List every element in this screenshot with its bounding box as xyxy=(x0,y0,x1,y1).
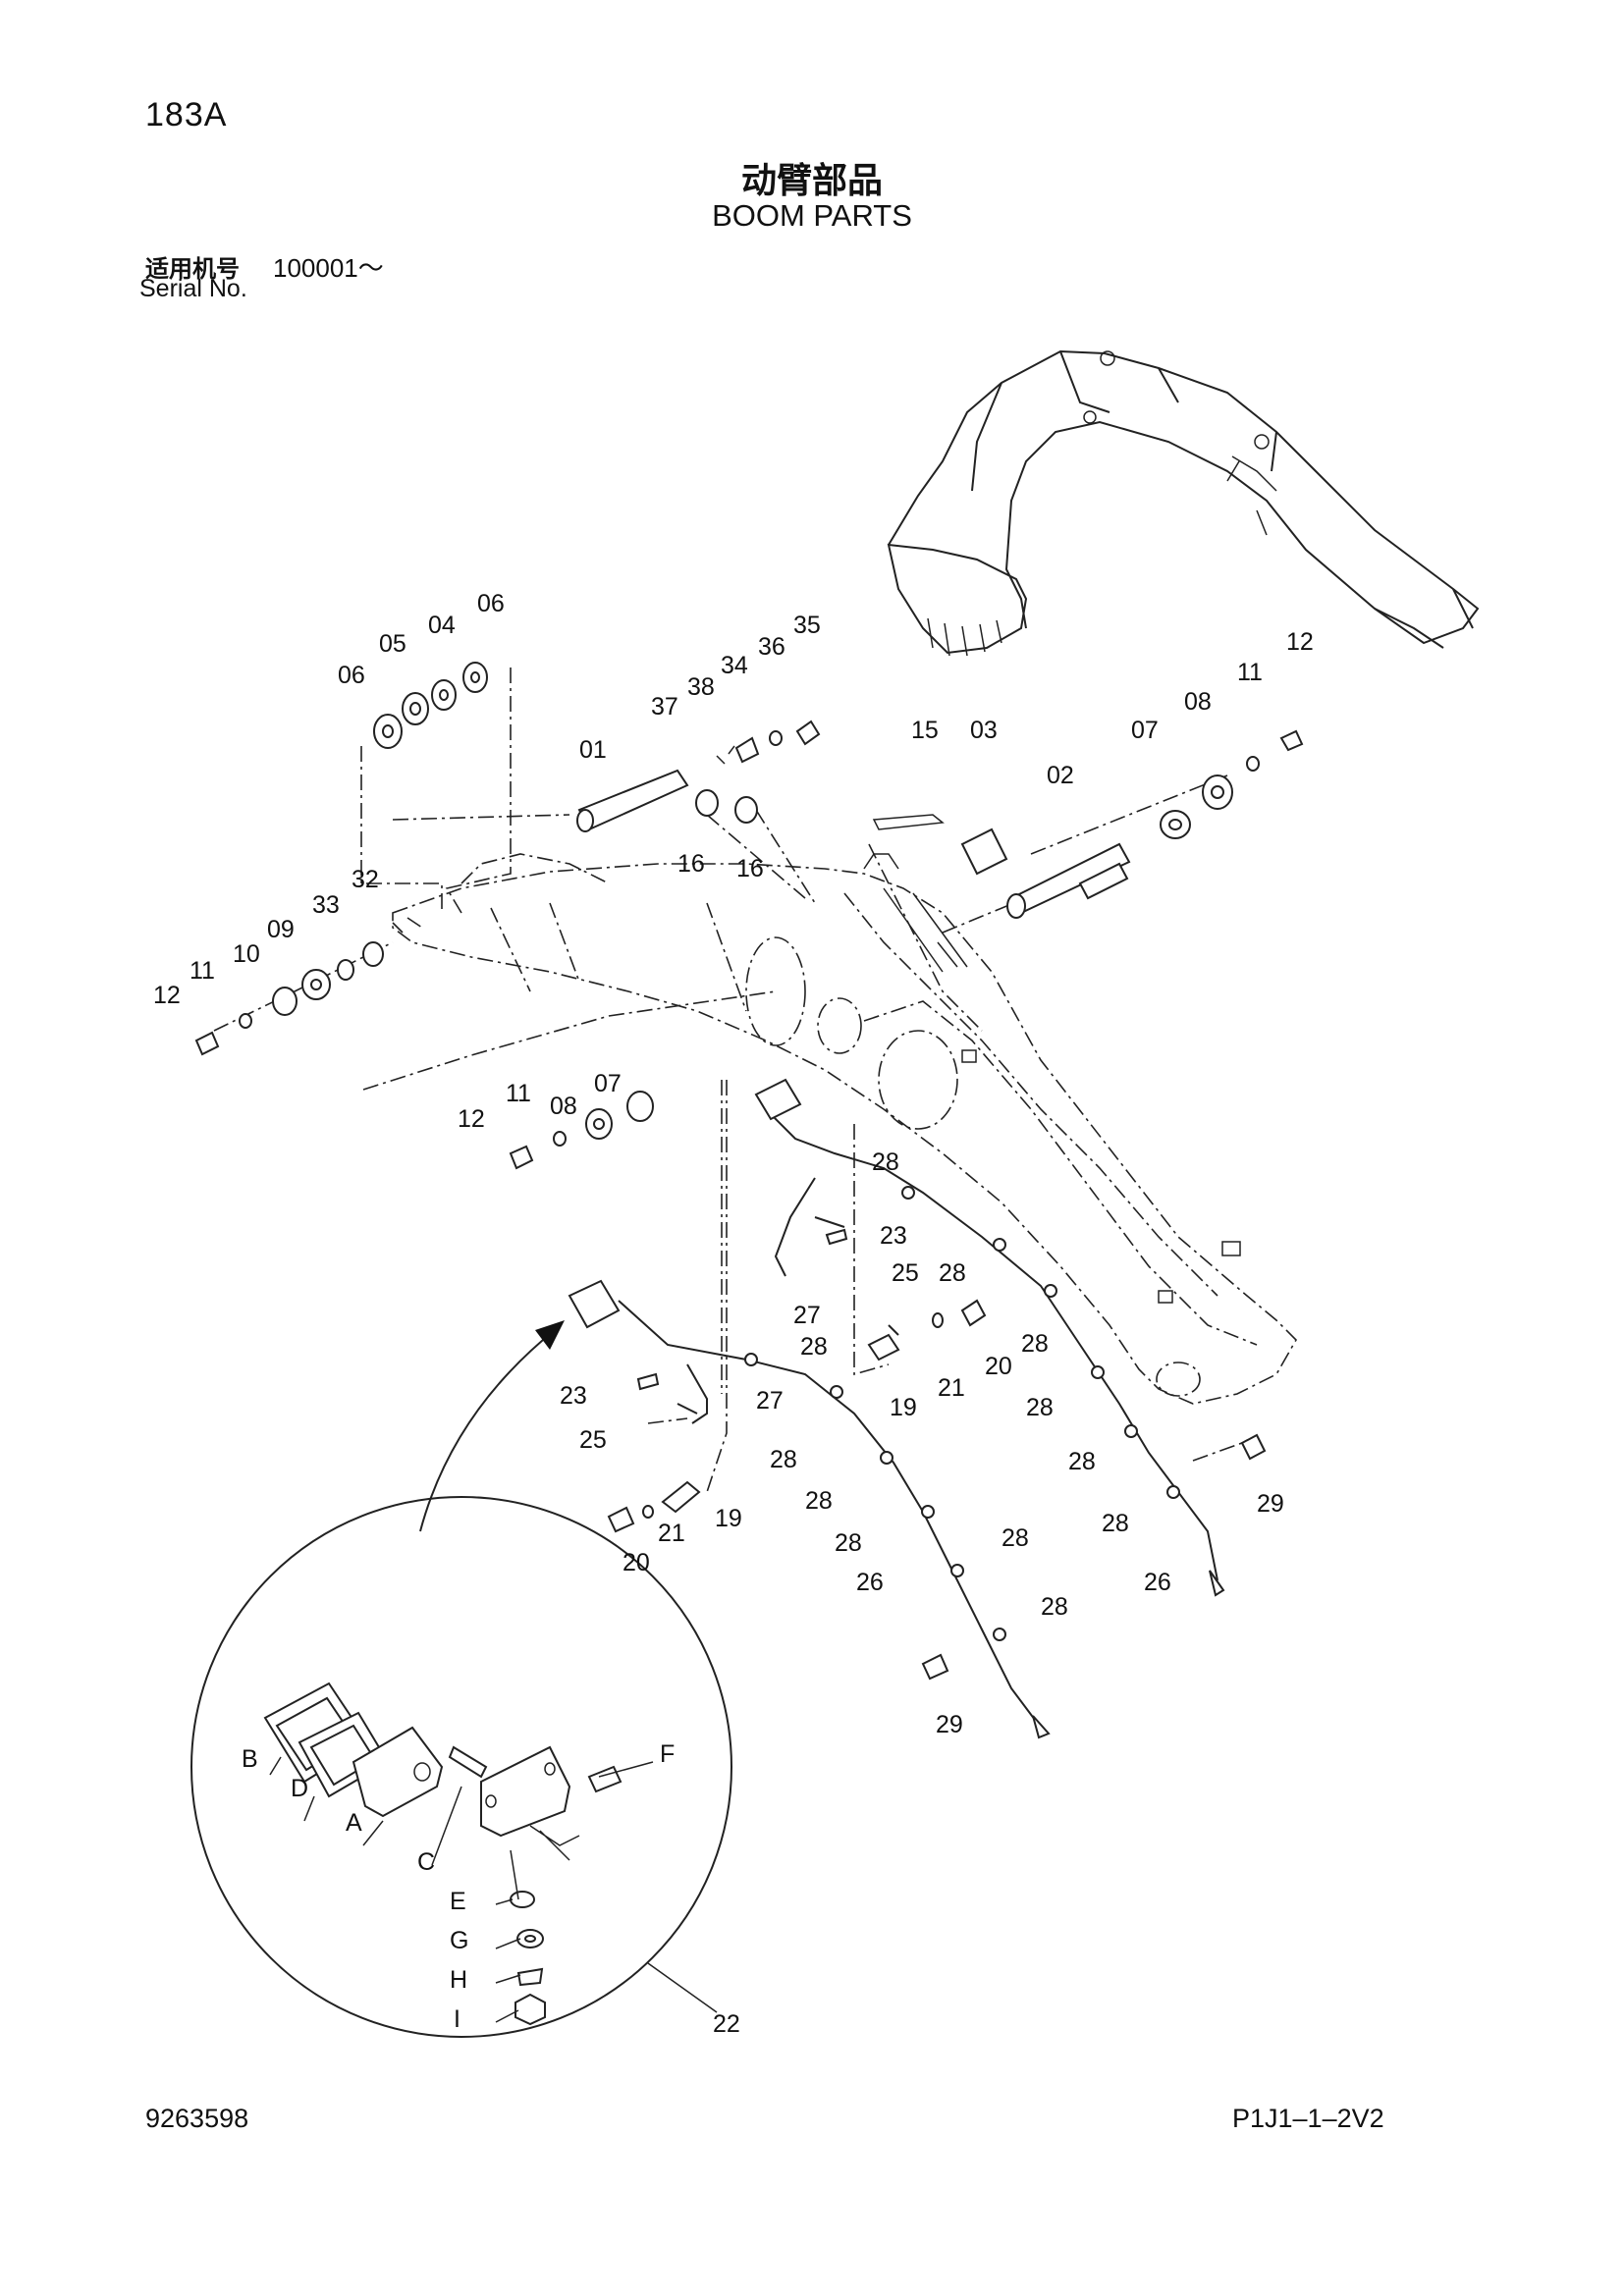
callout-28: 28 xyxy=(1001,1524,1029,1552)
callout-10: 10 xyxy=(233,940,260,968)
callout-28: 28 xyxy=(1041,1593,1068,1621)
callout-g: G xyxy=(450,1927,468,1954)
callout-h: H xyxy=(450,1966,467,1994)
callout-26: 26 xyxy=(1144,1569,1171,1596)
excavator-overview xyxy=(887,349,1480,657)
callout-20: 20 xyxy=(985,1353,1012,1380)
callout-28: 28 xyxy=(1021,1330,1049,1358)
callout-c: C xyxy=(417,1848,435,1876)
callout-26: 26 xyxy=(856,1569,884,1596)
title-english: BOOM PARTS xyxy=(712,198,912,233)
callout-03: 03 xyxy=(970,717,998,744)
callout-28: 28 xyxy=(939,1259,966,1287)
page-code: 183A xyxy=(145,96,228,133)
callout-25: 25 xyxy=(892,1259,919,1287)
callout-12: 12 xyxy=(458,1105,485,1133)
callout-32: 32 xyxy=(352,866,379,893)
callout-16: 16 xyxy=(736,855,764,882)
callout-25: 25 xyxy=(579,1426,607,1454)
callout-35: 35 xyxy=(793,612,821,639)
callout-f: F xyxy=(660,1740,675,1768)
callout-19: 19 xyxy=(890,1394,917,1421)
serial-range: 100001～ xyxy=(273,253,384,283)
callout-b: B xyxy=(242,1745,258,1773)
callout-21: 21 xyxy=(658,1520,685,1547)
callout-15: 15 xyxy=(911,717,939,744)
callout-28: 28 xyxy=(1026,1394,1054,1421)
callout-04: 04 xyxy=(428,612,456,639)
callout-12: 12 xyxy=(1286,628,1314,656)
callout-i: I xyxy=(454,2005,460,2033)
callout-23: 23 xyxy=(880,1222,907,1250)
callout-11: 11 xyxy=(189,957,215,985)
callout-29: 29 xyxy=(936,1711,963,1738)
callout-07: 07 xyxy=(1131,717,1159,744)
revision-code: P1J1–1–2V2 xyxy=(1232,2104,1384,2133)
callout-28: 28 xyxy=(805,1487,833,1515)
serial-label-chinese: 适用机号 xyxy=(145,255,240,283)
callout-11: 11 xyxy=(506,1080,531,1107)
callout-11: 11 xyxy=(1237,659,1263,686)
wire-harnesses xyxy=(568,1078,1267,1739)
callout-06: 06 xyxy=(477,590,505,617)
serial-label-english: Serial No. xyxy=(139,275,247,302)
callout-16: 16 xyxy=(677,850,705,878)
callout-01: 01 xyxy=(579,736,607,764)
callout-28: 28 xyxy=(835,1529,862,1557)
callout-28: 28 xyxy=(800,1333,828,1361)
left-pin-stack xyxy=(194,662,1304,1493)
callout-d: D xyxy=(291,1775,308,1802)
callout-08: 08 xyxy=(550,1093,577,1120)
callout-27: 27 xyxy=(756,1387,784,1415)
callout-02: 02 xyxy=(1047,762,1074,789)
callout-09: 09 xyxy=(267,916,295,943)
callout-a: A xyxy=(346,1809,362,1837)
callout-20: 20 xyxy=(623,1549,650,1576)
callout-19: 19 xyxy=(715,1505,742,1532)
detail-leader xyxy=(419,1320,565,1532)
callout-23: 23 xyxy=(560,1382,587,1410)
callout-labels: 06 05 04 06 01 37 38 34 36 35 16 16 15 0… xyxy=(153,590,1314,2038)
callout-e: E xyxy=(450,1888,466,1915)
callout-12: 12 xyxy=(153,982,181,1009)
lamp-detail xyxy=(190,1496,732,2038)
callout-21: 21 xyxy=(938,1374,965,1402)
callout-36: 36 xyxy=(758,633,785,661)
boom-structure xyxy=(392,853,1297,1405)
callout-34: 34 xyxy=(721,652,748,679)
callout-05: 05 xyxy=(379,630,406,658)
callout-29: 29 xyxy=(1257,1490,1284,1518)
callout-07: 07 xyxy=(594,1070,622,1097)
callout-28: 28 xyxy=(1102,1510,1129,1537)
callout-22: 22 xyxy=(713,2010,740,2038)
callout-28: 28 xyxy=(872,1148,899,1176)
title-chinese: 动臂部品 xyxy=(740,161,883,201)
callout-37: 37 xyxy=(651,693,678,721)
callout-28: 28 xyxy=(1068,1448,1096,1475)
callout-08: 08 xyxy=(1184,688,1212,716)
callout-27: 27 xyxy=(793,1302,821,1329)
callout-28: 28 xyxy=(770,1446,797,1473)
callout-38: 38 xyxy=(687,673,715,701)
callout-33: 33 xyxy=(312,891,340,919)
callout-06: 06 xyxy=(338,662,365,689)
document-number: 9263598 xyxy=(145,2104,249,2133)
